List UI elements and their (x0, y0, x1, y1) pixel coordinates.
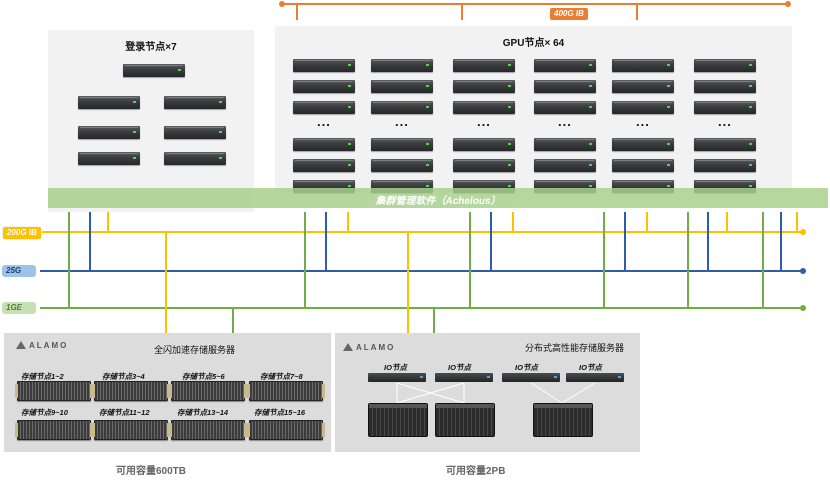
gpu-server (453, 138, 515, 151)
gpu-server (371, 59, 433, 72)
distributed-storage-title: 分布式高性能存储服务器 (525, 343, 625, 353)
gpu-server (612, 101, 674, 114)
distributed-storage-brand: ALAMO (343, 343, 395, 352)
jbod-enclosure (435, 403, 495, 437)
gpu-server (293, 101, 355, 114)
gpu-nodes-title: GPU节点× 64 (502, 38, 565, 49)
gpu-server (453, 80, 515, 93)
flash-unit-label: 存储节点15~16 (254, 408, 306, 417)
gpu-ellipsis: ... (395, 114, 409, 129)
login-server (78, 152, 140, 165)
io-interconnect-lines (396, 382, 596, 404)
ib400-bus-end-right (785, 1, 791, 7)
flash-storage-unit (169, 381, 247, 401)
io-node-server (368, 373, 426, 382)
io-node-server (435, 373, 493, 382)
gpu-server (694, 80, 756, 93)
management-software-band: 集群管理软件（Achelous） (48, 188, 828, 208)
eth25-label: 25G (2, 265, 36, 277)
eth25-bus-end (800, 268, 806, 274)
gpu-ellipsis: ... (558, 114, 572, 129)
login-nodes-title: 登录节点×7 (125, 42, 177, 53)
gpu-server (534, 80, 596, 93)
gpu-server (371, 138, 433, 151)
flash-storage-brand: ALAMO (16, 341, 68, 350)
login-nodes-panel: 登录节点×7 (48, 30, 254, 212)
flash-storage-unit (92, 420, 170, 440)
distributed-storage-panel: ALAMO 分布式高性能存储服务器 IO节点 IO节点 IO节点 IO节点 (335, 333, 640, 452)
jbod-enclosure (368, 403, 428, 437)
login-server (164, 126, 226, 139)
flash-unit-label: 存储节点7~8 (260, 372, 303, 381)
gpu-server (453, 159, 515, 172)
flash-unit-label: 存储节点9~10 (21, 408, 68, 417)
flash-storage-unit (247, 420, 325, 440)
flash-unit-label: 存储节点3~4 (102, 372, 145, 381)
gpu-server (612, 138, 674, 151)
gpu-server (694, 59, 756, 72)
gpu-server (612, 80, 674, 93)
gpu-server (694, 101, 756, 114)
gpu-ellipsis: ... (317, 114, 331, 129)
gpu-server (371, 80, 433, 93)
gpu-server (293, 80, 355, 93)
alamo-logo-icon (16, 341, 26, 349)
flash-storage-unit (15, 381, 93, 401)
flash-storage-capacity: 可用容量600TB (116, 466, 187, 477)
io-node-label: IO节点 (515, 363, 538, 372)
gpu-server (694, 138, 756, 151)
alamo-logo-icon (343, 343, 353, 351)
io-node-label: IO节点 (448, 363, 471, 372)
flash-storage-unit (15, 420, 93, 440)
gpu-server (293, 138, 355, 151)
ib400-bus-end-left (279, 1, 285, 7)
io-node-label: IO节点 (579, 363, 602, 372)
flash-unit-label: 存储节点13~14 (177, 408, 229, 417)
io-node-server (566, 373, 624, 382)
gpu-server (293, 159, 355, 172)
gpu-ellipsis: ... (718, 114, 732, 129)
gpu-server (534, 59, 596, 72)
flash-storage-unit (92, 381, 170, 401)
login-server (123, 64, 185, 77)
gpu-server (371, 101, 433, 114)
gpu-server (612, 159, 674, 172)
flash-storage-unit (247, 381, 325, 401)
gpu-server (293, 59, 355, 72)
flash-storage-panel: ALAMO 全闪加速存储服务器 存储节点1~2 存储节点3~4 存储节点5~6 … (4, 333, 331, 452)
ib400-label: 400G IB (549, 7, 589, 21)
management-software-label: 集群管理软件（Achelous） (375, 196, 501, 207)
gpu-ellipsis: ... (477, 114, 491, 129)
gpu-server (453, 101, 515, 114)
flash-storage-unit (169, 420, 247, 440)
jbod-enclosure (533, 403, 593, 437)
io-node-label: IO节点 (384, 363, 407, 372)
gpu-server (453, 59, 515, 72)
ib200-label: 200G IB (2, 226, 42, 240)
gpu-server (612, 59, 674, 72)
gpu-server (534, 159, 596, 172)
gpu-server (694, 159, 756, 172)
flash-unit-label: 存储节点1~2 (21, 372, 64, 381)
login-server (78, 126, 140, 139)
eth1-label: 1GE (2, 302, 36, 314)
ib200-bus-end (800, 229, 806, 235)
gpu-server (371, 159, 433, 172)
gpu-server (534, 101, 596, 114)
flash-unit-label: 存储节点11~12 (99, 408, 150, 417)
gpu-ellipsis: ... (636, 114, 650, 129)
eth1-bus-end (800, 305, 806, 311)
flash-unit-label: 存储节点5~6 (182, 372, 225, 381)
distributed-storage-capacity: 可用容量2PB (446, 466, 506, 477)
flash-storage-title: 全闪加速存储服务器 (154, 345, 236, 355)
login-server (164, 152, 226, 165)
login-server (164, 96, 226, 109)
io-node-server (502, 373, 560, 382)
gpu-server (534, 138, 596, 151)
login-server (78, 96, 140, 109)
